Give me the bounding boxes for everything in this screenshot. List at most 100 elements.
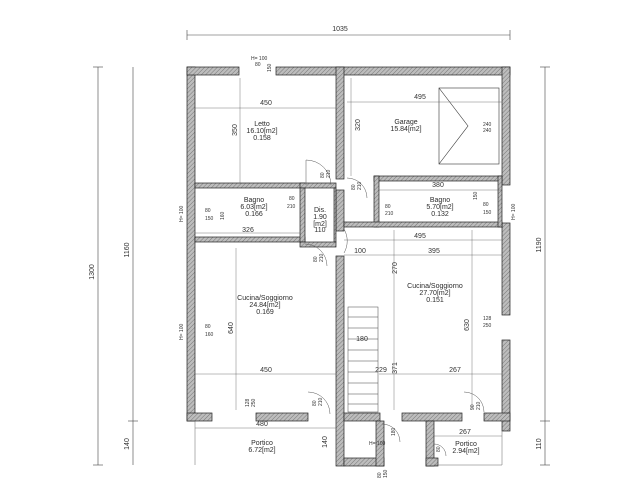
room-dis-area: 1.90 xyxy=(313,214,327,221)
dim-left-height: 1160 xyxy=(124,242,131,257)
dim-portico2-267: 267 xyxy=(459,429,471,436)
svg-text:210: 210 xyxy=(385,211,394,217)
dim-living1-w-bottom: 480 xyxy=(256,421,268,428)
svg-text:80: 80 xyxy=(205,208,211,214)
door-swings xyxy=(304,159,485,457)
dim-total-height: 1300 xyxy=(89,264,96,280)
svg-text:210: 210 xyxy=(326,169,332,178)
svg-text:80: 80 xyxy=(385,204,391,210)
room-cucina2-ratio: 0.151 xyxy=(426,297,444,304)
svg-text:160: 160 xyxy=(220,211,226,220)
room-cucina1-area: 24.84[m2] xyxy=(249,302,280,309)
svg-text:80: 80 xyxy=(483,202,489,208)
svg-text:210: 210 xyxy=(287,204,296,210)
room-cucina2-area: 27.70[m2] xyxy=(419,290,450,297)
dim-living2-w1: 495 xyxy=(414,233,426,240)
svg-text:150: 150 xyxy=(383,469,389,478)
svg-text:240: 240 xyxy=(483,122,492,128)
inner-dimension-labels: 450 350 495 320 380 326 110 495 100 395 … xyxy=(228,94,471,448)
room-bagno2-ratio: 0.132 xyxy=(431,211,449,218)
dim-garage-h: 320 xyxy=(355,119,362,131)
room-bagno1-ratio: 0.166 xyxy=(245,211,263,218)
walls xyxy=(186,66,511,467)
room-bagno2-area: 5.70[m2] xyxy=(426,204,453,211)
svg-text:160: 160 xyxy=(205,332,214,338)
svg-text:80: 80 xyxy=(289,196,295,202)
svg-text:80: 80 xyxy=(313,256,319,262)
svg-text:240: 240 xyxy=(483,128,492,134)
room-cucina2-name: Cucina/Soggiorno xyxy=(407,283,463,290)
label-h100-left2: H= 100 xyxy=(179,324,185,340)
room-letto-area: 16.10[m2] xyxy=(246,128,277,135)
room-bagno1-area: 6.03[m2] xyxy=(240,204,267,211)
dim-garage-w: 495 xyxy=(414,94,426,101)
room-labels: Letto 16.10[m2] 0.158 Garage 15.84[m2] B… xyxy=(237,119,479,455)
svg-text:250: 250 xyxy=(251,398,257,407)
dim-right-height: 1190 xyxy=(536,237,543,252)
dim-living1-w: 450 xyxy=(260,367,272,374)
dim-140-bottom: 140 xyxy=(322,436,329,448)
dim-living2-630: 630 xyxy=(464,319,471,331)
dim-living2-w2: 395 xyxy=(428,248,440,255)
svg-text:150: 150 xyxy=(205,216,214,222)
room-portico1-name: Portico xyxy=(251,440,273,447)
dim-letto-w: 450 xyxy=(260,100,272,107)
dim-stair-371: 371 xyxy=(392,362,399,374)
svg-text:250: 250 xyxy=(483,323,492,329)
dim-left-bottom: 140 xyxy=(124,438,131,450)
room-letto-ratio: 0.158 xyxy=(253,135,271,142)
svg-text:128: 128 xyxy=(245,398,251,407)
svg-text:90: 90 xyxy=(470,404,476,410)
svg-text:210: 210 xyxy=(319,253,325,262)
room-bagno1-name: Bagno xyxy=(244,197,264,204)
room-dis-name: Dis. xyxy=(314,207,326,214)
dim-bagno1-w: 326 xyxy=(242,227,254,234)
inner-dimension-lines xyxy=(195,78,502,437)
dim-dis-w: 110 xyxy=(314,227,325,234)
dim-living2-270: 270 xyxy=(392,262,399,274)
svg-text:210: 210 xyxy=(476,401,482,410)
room-cucina1-ratio: 0.169 xyxy=(256,309,274,316)
dim-letto-h: 350 xyxy=(232,124,239,136)
room-portico1-area: 6.72[m2] xyxy=(248,447,275,454)
staircase xyxy=(347,306,379,413)
label-h100-left1: H= 100 xyxy=(179,206,185,222)
svg-text:80: 80 xyxy=(377,472,383,478)
svg-text:80: 80 xyxy=(205,324,211,330)
label-h100-top: H= 100 xyxy=(251,56,267,62)
svg-text:80: 80 xyxy=(436,446,442,452)
dim-total-width: 1035 xyxy=(332,26,348,33)
room-cucina1-name: Cucina/Soggiorno xyxy=(237,295,293,302)
label-h100-bottom: H= 100 xyxy=(369,441,385,447)
dim-stair-180: 180 xyxy=(356,336,368,343)
dim-living1-h: 640 xyxy=(228,322,235,334)
label-h100-right1: H= 100 xyxy=(511,204,517,220)
svg-text:80: 80 xyxy=(320,172,326,178)
opening-labels: H= 100 80 150 H= 100 80 150 160 80 210 8… xyxy=(179,56,517,478)
svg-text:80: 80 xyxy=(312,400,318,406)
dim-bagno2-w: 380 xyxy=(432,182,444,189)
garage-door xyxy=(438,87,500,165)
svg-text:80: 80 xyxy=(255,62,261,68)
dim-living2-100: 100 xyxy=(354,248,366,255)
dim-stair-267: 267 xyxy=(449,367,461,374)
room-portico2-area: 2.94[m2] xyxy=(452,448,479,455)
dim-stair-229: 229 xyxy=(375,367,387,374)
svg-text:180: 180 xyxy=(391,427,397,436)
svg-text:210: 210 xyxy=(357,181,363,190)
svg-text:210: 210 xyxy=(318,397,324,406)
dim-right-bottom: 110 xyxy=(536,438,543,449)
room-garage-name: Garage xyxy=(394,119,417,126)
room-bagno2-name: Bagno xyxy=(430,197,450,204)
room-dis-area-unit: [m2] xyxy=(313,221,327,228)
svg-text:150: 150 xyxy=(267,63,273,72)
svg-text:150: 150 xyxy=(483,210,492,216)
svg-text:80: 80 xyxy=(351,184,357,190)
portico-outline xyxy=(194,421,503,466)
room-garage-area: 15.84[m2] xyxy=(390,126,421,133)
room-letto-name: Letto xyxy=(254,121,270,128)
svg-text:128: 128 xyxy=(483,316,492,322)
room-portico2-name: Portico xyxy=(455,441,477,448)
svg-text:150: 150 xyxy=(473,191,479,200)
